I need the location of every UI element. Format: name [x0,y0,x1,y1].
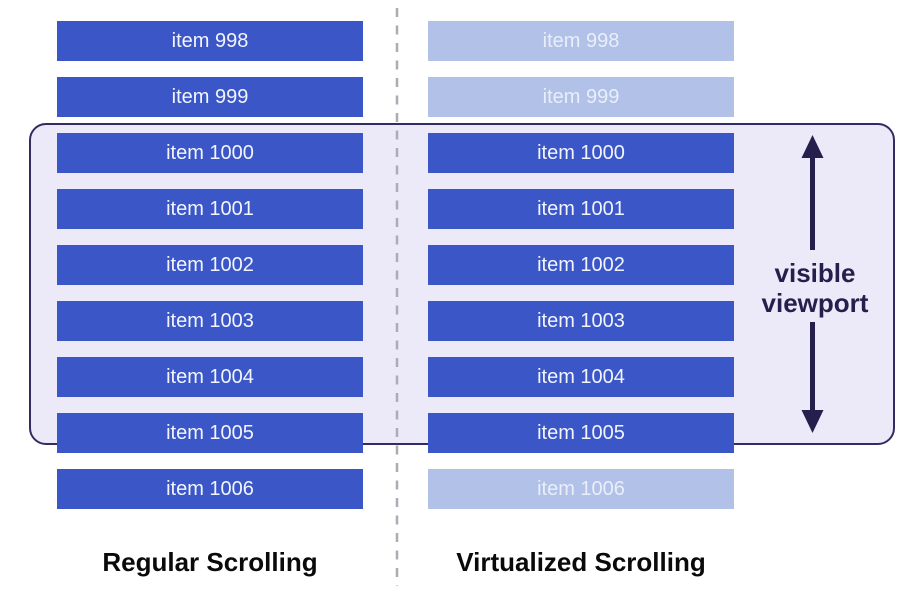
arrow-down-icon [801,322,824,433]
regular-scrolling-list: item 998 item 999 item 1000 item 1001 item 1… [57,21,363,525]
list-item: item 1001 [428,189,734,229]
list-item: item 1000 [428,133,734,173]
list-item: item 999 [428,77,734,117]
list-item: item 1006 [57,469,363,509]
list-item: item 1006 [428,469,734,509]
list-item: item 1003 [428,301,734,341]
list-item: item 1003 [57,301,363,341]
virtualized-scrolling-list: item 998 item 999 item 1000 item 1001 item 1… [428,21,734,525]
virtualized-scrolling-title: Virtualized Scrolling [456,547,706,577]
viewport-label: visible viewport [740,258,890,318]
list-item: item 1005 [57,413,363,453]
regular-scrolling-title: Regular Scrolling [102,547,318,577]
list-item: item 1001 [57,189,363,229]
column-divider-dashed-line [395,8,399,586]
arrow-up-icon [801,135,824,250]
list-item: item 1000 [57,133,363,173]
list-item: item 1005 [428,413,734,453]
list-item: item 1004 [57,357,363,397]
viewport-label-line1: visible [774,258,856,288]
list-item: item 998 [428,21,734,61]
list-item: item 999 [57,77,363,117]
list-item: item 1004 [428,357,734,397]
list-item: item 1002 [428,245,734,285]
viewport-label-line2: viewport [761,288,869,318]
list-item: item 1002 [57,245,363,285]
list-item: item 998 [57,21,363,61]
viewport-extent-arrow [801,135,824,433]
